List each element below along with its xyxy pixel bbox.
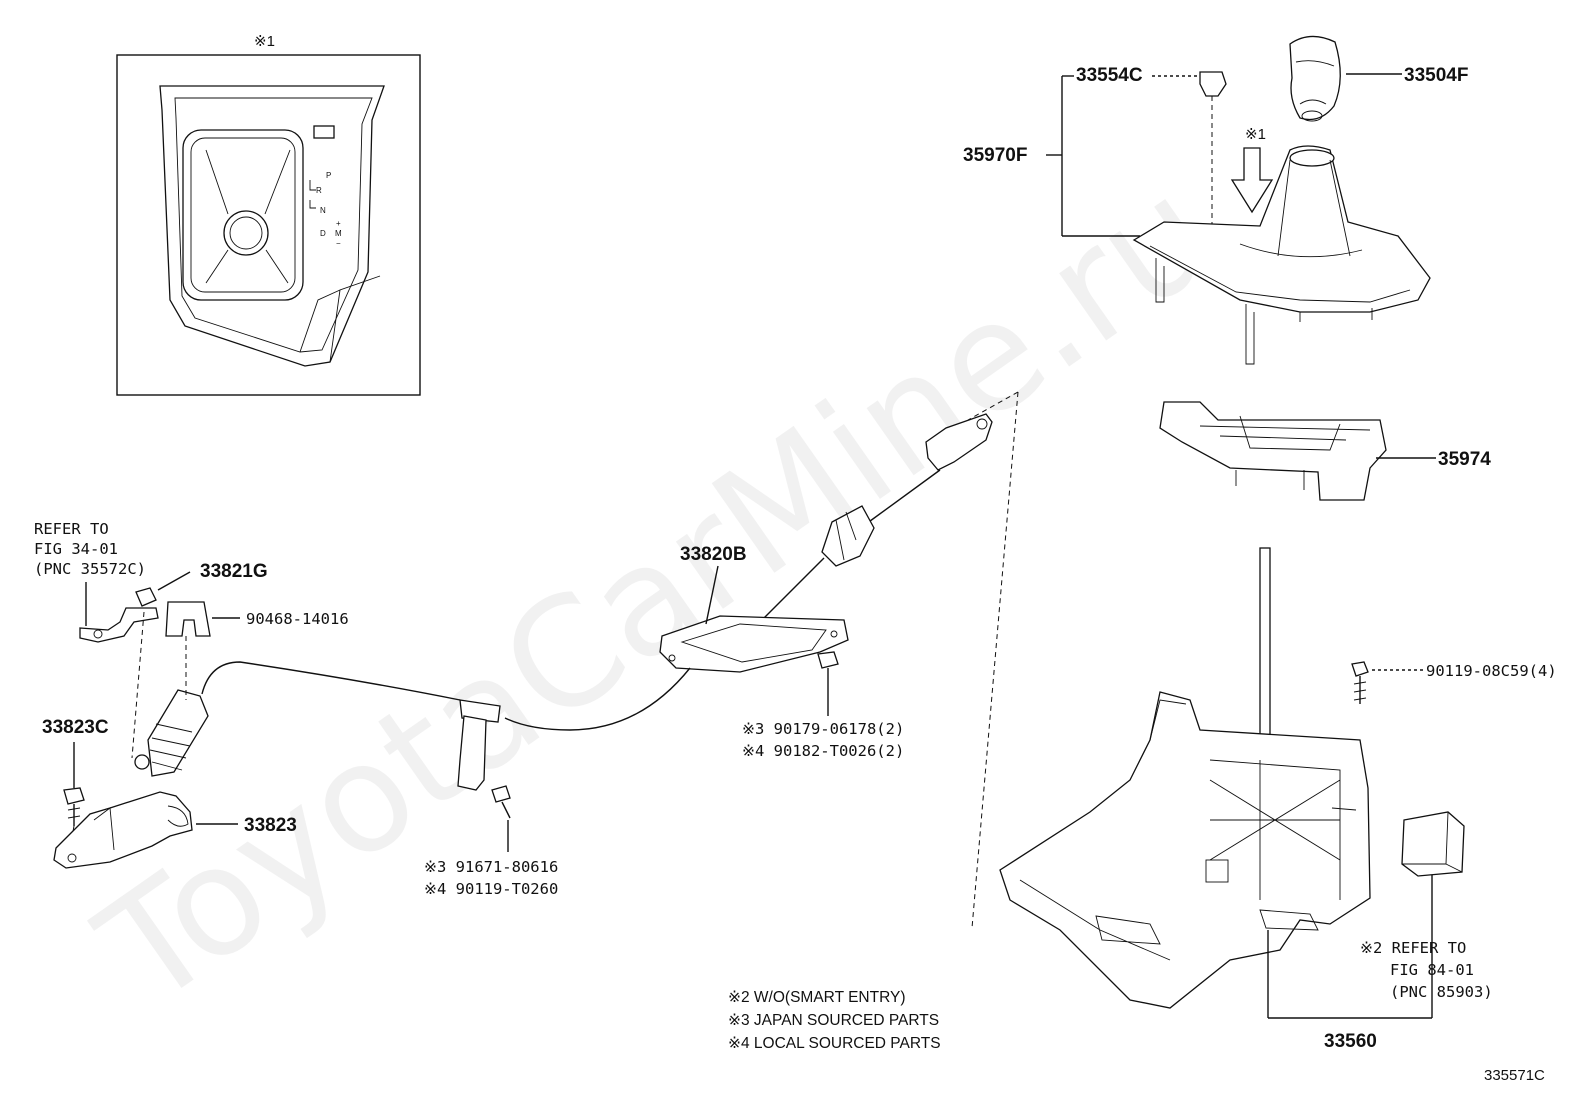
gate-letter-p: P bbox=[326, 171, 331, 180]
clip-33821G: 33821G bbox=[131, 561, 268, 759]
clip-33554C: 33554C bbox=[1061, 65, 1227, 236]
label-33560: 33560 bbox=[1324, 1031, 1377, 1052]
label-33820B: 33820B bbox=[680, 544, 747, 565]
note-2: ※2 W/O(SMART ENTRY) bbox=[728, 989, 905, 1006]
label-bolt-a-1: ※3 91671-80616 bbox=[424, 858, 558, 876]
inset-border bbox=[116, 54, 421, 396]
label-nut-a-1: ※3 90179-06178(2) bbox=[742, 720, 904, 738]
gate-letter-minus: − bbox=[336, 239, 341, 248]
gate-letter-n: N bbox=[320, 206, 326, 215]
note-3: ※3 JAPAN SOURCED PARTS bbox=[728, 1012, 939, 1029]
shift-lever-assy-33560: 33560 bbox=[999, 547, 1433, 1052]
arrow-down-icon bbox=[1230, 147, 1274, 214]
label-33504F: 33504F bbox=[1404, 65, 1468, 86]
bolt-33823C bbox=[63, 787, 85, 849]
note-4: ※4 LOCAL SOURCED PARTS bbox=[728, 1035, 941, 1052]
refer-right-line1: ※2 REFER TO bbox=[1360, 939, 1466, 957]
bracket-35572C bbox=[79, 607, 159, 643]
refer-right-line3: (PNC 85903) bbox=[1390, 983, 1493, 1001]
console-panel-35970F: 35970F ※1 bbox=[963, 126, 1431, 365]
arrow-mark: ※1 bbox=[1245, 126, 1266, 143]
gate-letter-m: M bbox=[335, 229, 342, 238]
label-33554C: 33554C bbox=[1076, 65, 1143, 86]
guide-line bbox=[967, 391, 1019, 421]
label-35974: 35974 bbox=[1438, 449, 1491, 470]
label-33821G: 33821G bbox=[200, 561, 268, 582]
diagram-id: 335571C bbox=[1484, 1067, 1545, 1084]
refer-left-line3: (PNC 35572C) bbox=[34, 560, 146, 578]
refer-left-line1: REFER TO bbox=[34, 520, 109, 538]
label-33823: 33823 bbox=[244, 815, 297, 836]
module-box bbox=[1401, 811, 1465, 877]
indicator-window bbox=[313, 125, 335, 139]
gate-letter-d: D bbox=[320, 229, 326, 238]
refer-right-line2: FIG 84-01 bbox=[1390, 961, 1474, 979]
label-90119-08C59: 90119-08C59(4) bbox=[1426, 662, 1557, 680]
bolt-90119-08C59: 90119-08C59(4) bbox=[1351, 661, 1557, 704]
inset-panel: ※1 P R N D + M − bbox=[116, 33, 421, 396]
label-90468-14016: 90468-14016 bbox=[246, 610, 349, 628]
inset-mark: ※1 bbox=[254, 33, 275, 50]
clip-90468-14016: 90468-14016 bbox=[165, 601, 349, 700]
lever-hole bbox=[223, 210, 269, 256]
refer-left-line2: FIG 34-01 bbox=[34, 540, 118, 558]
label-33823C: 33823C bbox=[42, 717, 109, 738]
shift-knob: 33504F bbox=[1289, 35, 1468, 122]
bolt-91671-80616: ※3 91671-80616 ※4 90119-T0260 bbox=[424, 785, 558, 898]
gate-letter-r: R bbox=[316, 186, 322, 195]
label-35970F: 35970F bbox=[963, 145, 1027, 166]
shift-cable-33820B: 33820B bbox=[134, 413, 993, 791]
gate-plate-35974: 35974 bbox=[1159, 401, 1491, 501]
label-nut-a-2: ※4 90182-T0026(2) bbox=[742, 742, 904, 760]
label-bolt-a-2: ※4 90119-T0260 bbox=[424, 880, 558, 898]
bracket-33823: 33823 bbox=[53, 791, 297, 869]
nut-90179-06178: ※3 90179-06178(2) ※4 90182-T0026(2) bbox=[742, 651, 904, 760]
gate-letter-plus: + bbox=[336, 219, 341, 228]
